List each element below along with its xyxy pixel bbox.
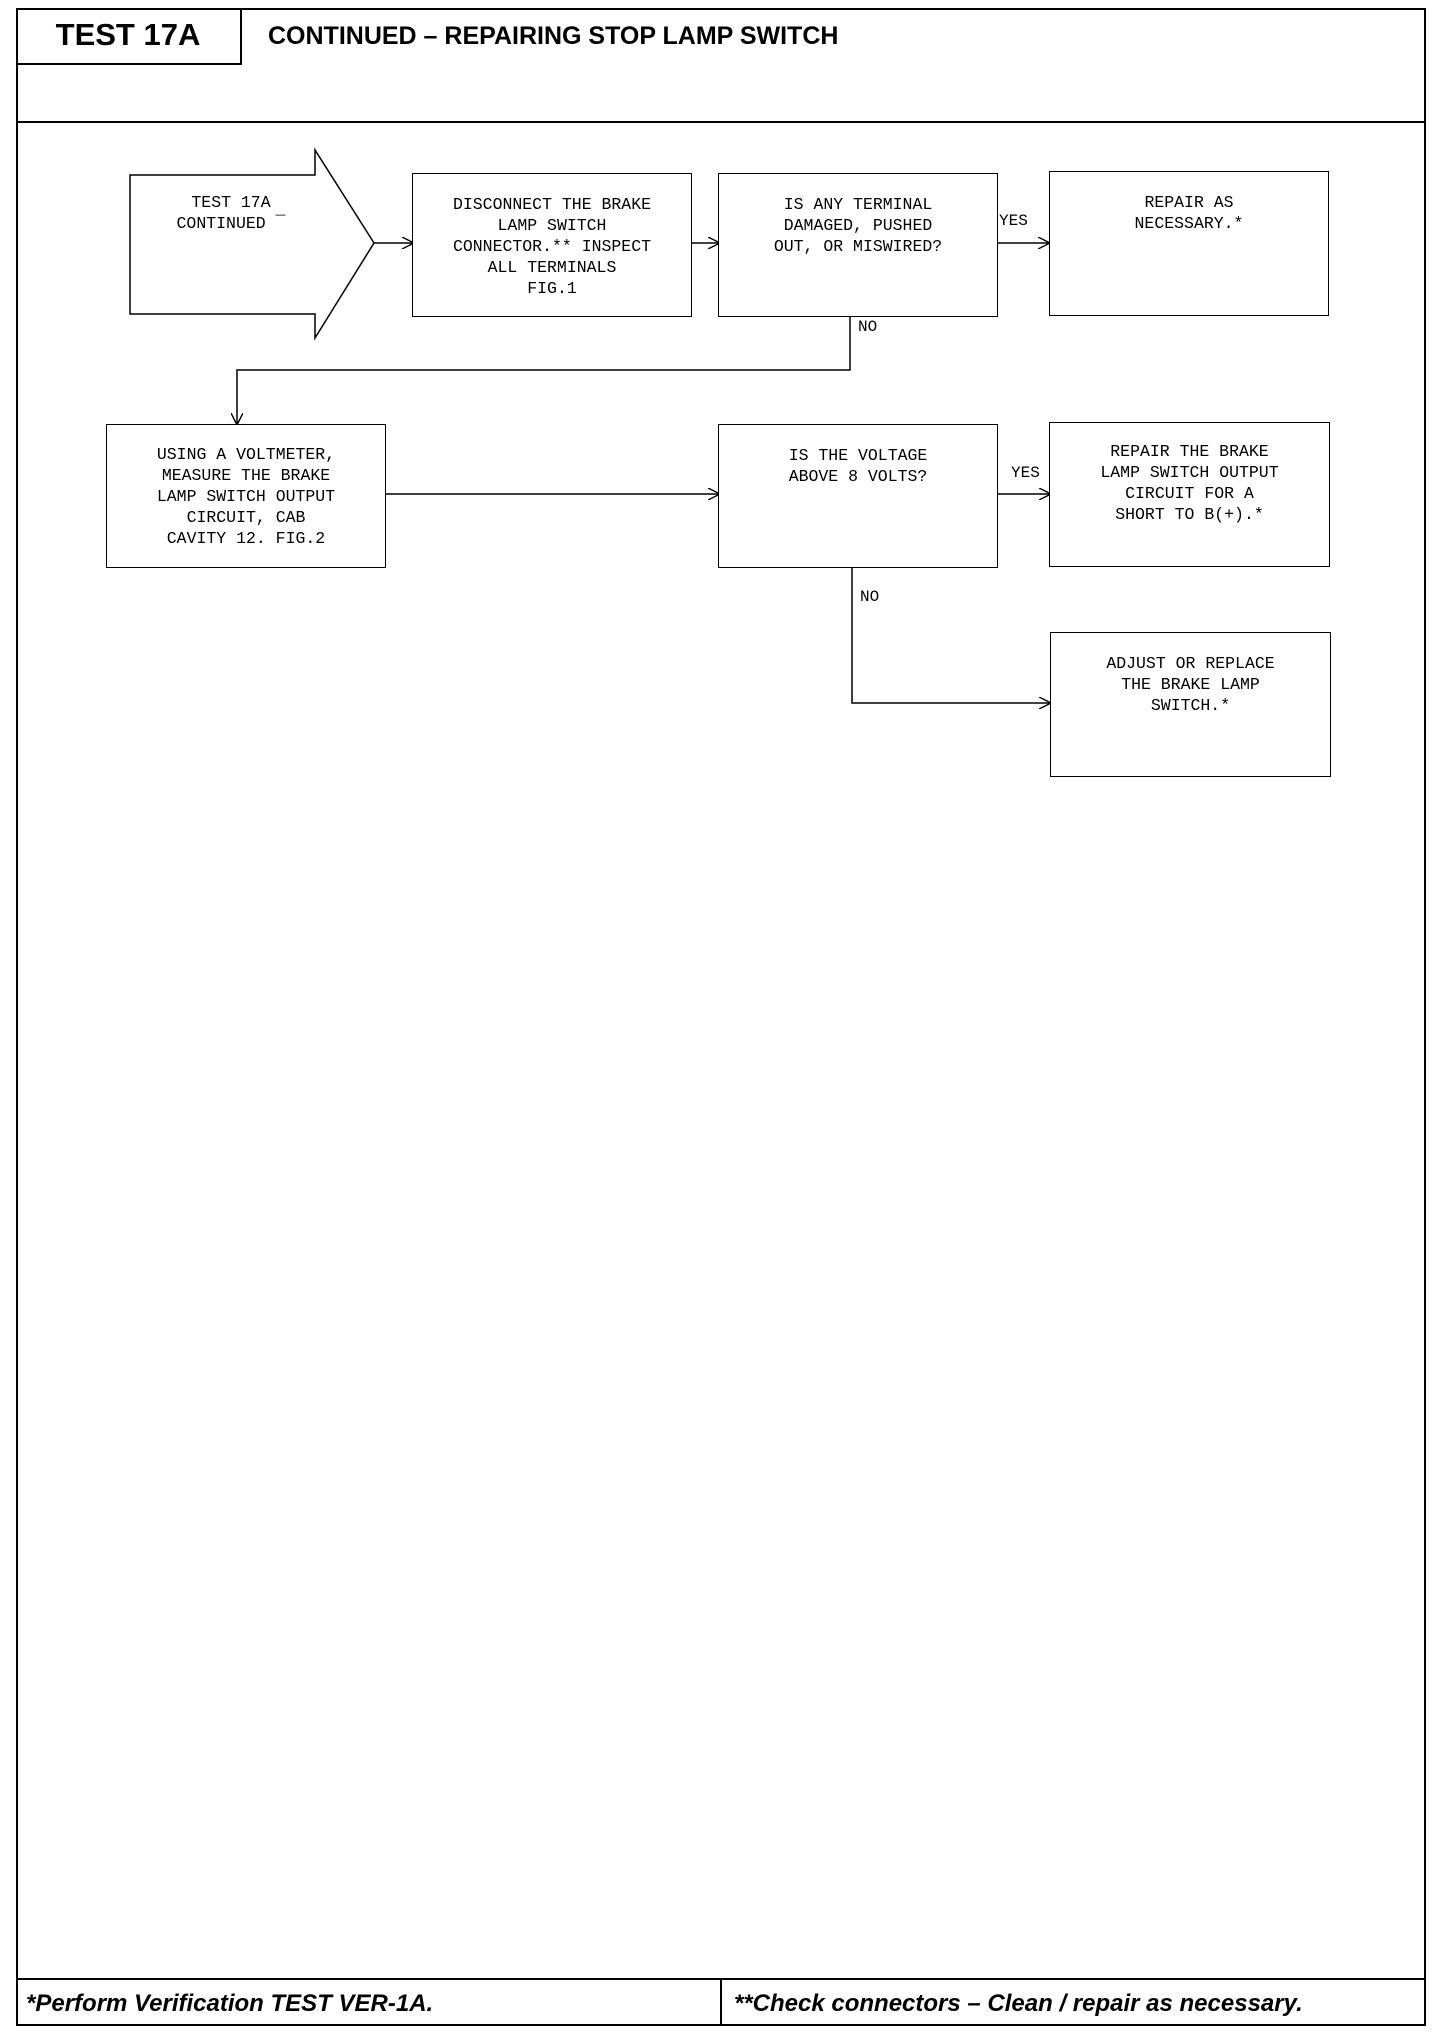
footer-note-verification: *Perform Verification TEST VER-1A. — [26, 1990, 434, 2017]
footer-note-connectors: **Check connectors – Clean / repair as n… — [734, 1990, 1303, 2017]
measure-node: USING A VOLTMETER, MEASURE THE BRAKE LAM… — [106, 424, 386, 568]
start-node-text: TEST 17A CONTINUED ¯ — [176, 193, 286, 233]
start-arrow-shape — [129, 147, 375, 341]
yes-label-terminal: YES — [999, 212, 1028, 230]
terminal-question-node: IS ANY TERMINAL DAMAGED, PUSHED OUT, OR … — [718, 173, 998, 317]
connector-no-adjust — [851, 568, 1050, 703]
footer: *Perform Verification TEST VER-1A. **Che… — [16, 1978, 1426, 2026]
test-id: TEST 17A — [16, 8, 242, 65]
connector-no-measure — [237, 317, 851, 424]
yes-label-voltage: YES — [1011, 464, 1040, 482]
repair-short-node: REPAIR THE BRAKE LAMP SWITCH OUTPUT CIRC… — [1049, 422, 1330, 567]
repair-node: REPAIR AS NECESSARY.* — [1049, 171, 1329, 316]
voltage-question-node: IS THE VOLTAGE ABOVE 8 VOLTS? — [718, 424, 998, 568]
adjust-node: ADJUST OR REPLACE THE BRAKE LAMP SWITCH.… — [1050, 632, 1331, 777]
disconnect-node: DISCONNECT THE BRAKE LAMP SWITCH CONNECT… — [412, 173, 692, 317]
no-label-terminal: NO — [858, 318, 878, 336]
footer-divider — [720, 1980, 722, 2026]
no-label-voltage: NO — [860, 588, 880, 606]
header: TEST 17A CONTINUED – REPAIRING STOP LAMP… — [16, 8, 1426, 123]
test-title: CONTINUED – REPAIRING STOP LAMP SWITCH — [268, 22, 839, 50]
